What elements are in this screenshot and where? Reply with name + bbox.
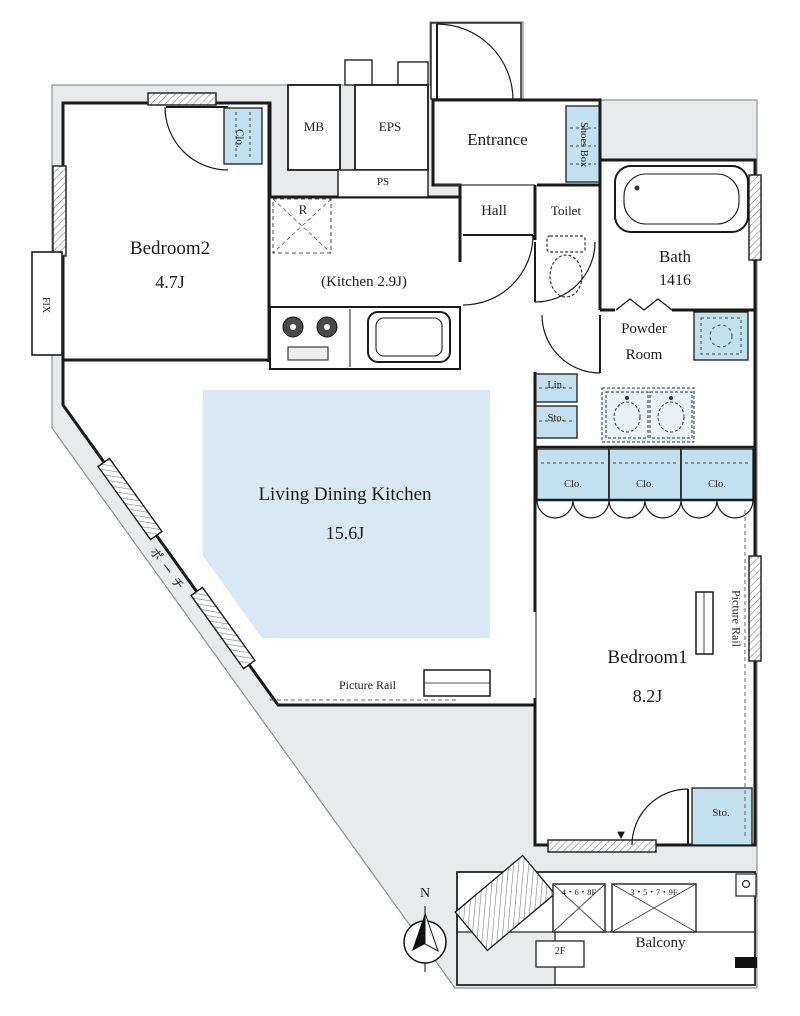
powder-room-line1: Powder — [621, 321, 667, 337]
pointer-triangle-icon: ▼ — [614, 827, 628, 842]
bath-right-window — [748, 174, 762, 261]
powder-door-arc — [541, 314, 601, 374]
ldk-size: 15.6J — [325, 523, 365, 543]
closet-b-label: Clo. — [636, 479, 654, 490]
ps-shaft — [337, 169, 429, 198]
bedroom2-top-window — [147, 92, 217, 106]
ldk-name: Living Dining Kitchen — [258, 484, 432, 505]
closet-a — [536, 448, 610, 501]
windows — [31, 92, 762, 853]
picture-rail-horizontal: Picture Rail — [339, 678, 396, 692]
linen-label: Lin. — [547, 380, 565, 391]
bedroom1-bottom-window — [547, 839, 657, 853]
bedroom2-door-arc — [164, 106, 229, 171]
bath-folding-door — [615, 298, 673, 311]
north-label: N — [419, 886, 431, 901]
picture-rail-vertical: Picture Rail — [729, 589, 744, 647]
powder-room-line2: Room — [625, 347, 663, 363]
bedroom2-closet — [223, 107, 263, 165]
toilet-fixture — [546, 235, 586, 298]
closet-c — [680, 448, 754, 501]
entrance-label: Entrance — [467, 130, 528, 149]
bedroom1-name: Bedroom1 — [607, 647, 688, 668]
toilet-door-arc — [534, 241, 596, 303]
shoes-box — [565, 105, 601, 183]
storage-2 — [691, 787, 753, 846]
compass-needle-dark — [412, 913, 425, 951]
toilet-label: Toilet — [550, 203, 582, 218]
picture-rail-boxes — [423, 591, 714, 697]
doors — [164, 23, 754, 846]
picture-rail-dashes — [270, 510, 746, 838]
service-shafts — [287, 84, 429, 198]
bedroom1-size: 8.2J — [632, 686, 663, 706]
ps-label: PS — [376, 176, 390, 188]
bath-size: 1416 — [659, 272, 691, 289]
diagonal-window-2 — [190, 586, 256, 670]
bedroom2-left-window — [52, 165, 67, 257]
bedroom2-closet-label: Clo. — [233, 128, 246, 148]
kitchen-label: (Kitchen 2.9J) — [321, 274, 407, 290]
sink — [367, 311, 451, 363]
closet-a-label: Clo. — [564, 479, 582, 490]
hatch-box-2f — [535, 940, 585, 968]
refrigerator-space — [272, 198, 332, 254]
entrance-door-arc — [436, 23, 514, 101]
ldk-floor-area — [203, 390, 490, 638]
vanity-fixture — [601, 387, 695, 443]
hatch-3579-label: 3・5・7・9F — [630, 887, 678, 897]
fix-window — [31, 251, 63, 356]
diagonal-window-1 — [97, 457, 163, 541]
grill — [287, 346, 329, 361]
mb-shaft — [287, 84, 341, 171]
storage1-label: Sto. — [547, 413, 565, 424]
shoes-box-label: Shoes Box — [577, 122, 589, 168]
mb-label: MB — [303, 119, 325, 134]
north-compass — [403, 906, 447, 972]
closet-b — [608, 448, 682, 501]
kitchen-fixtures — [269, 198, 461, 370]
hall-label: Hall — [481, 203, 507, 219]
hatch-468-label: 4・6・8F — [561, 887, 597, 897]
eps-label: EPS — [378, 119, 402, 134]
compass-needle-light — [424, 912, 439, 953]
hatch-2f-label: 2F — [554, 946, 566, 957]
bedroom1-right-window — [748, 555, 762, 662]
bedroom2-size: 4.7J — [155, 272, 185, 292]
storage2-label: Sto. — [712, 807, 730, 819]
balcony-partition — [735, 957, 757, 968]
fix-window-label: FIX — [40, 297, 52, 314]
bedroom2-name: Bedroom2 — [129, 238, 211, 259]
balcony-label: Balcony — [635, 935, 686, 951]
storage-1 — [534, 405, 578, 439]
fridge-label: R — [298, 202, 308, 217]
entrance-alcove — [430, 22, 522, 100]
bath-name: Bath — [658, 247, 692, 266]
storage2-door-arc — [631, 788, 689, 846]
storage-areas — [223, 105, 754, 846]
interior-walls — [63, 100, 755, 705]
storage-detail-lines — [235, 112, 749, 464]
balcony-structure — [454, 854, 757, 986]
hall-door-arc — [462, 234, 534, 306]
hatch-box-rotated — [454, 854, 556, 952]
closet-c-label: Clo. — [708, 479, 726, 490]
washer-space — [693, 311, 749, 361]
closet-folding-doors — [536, 499, 754, 519]
drain-circle — [741, 879, 751, 889]
bath-fixtures — [614, 165, 749, 233]
